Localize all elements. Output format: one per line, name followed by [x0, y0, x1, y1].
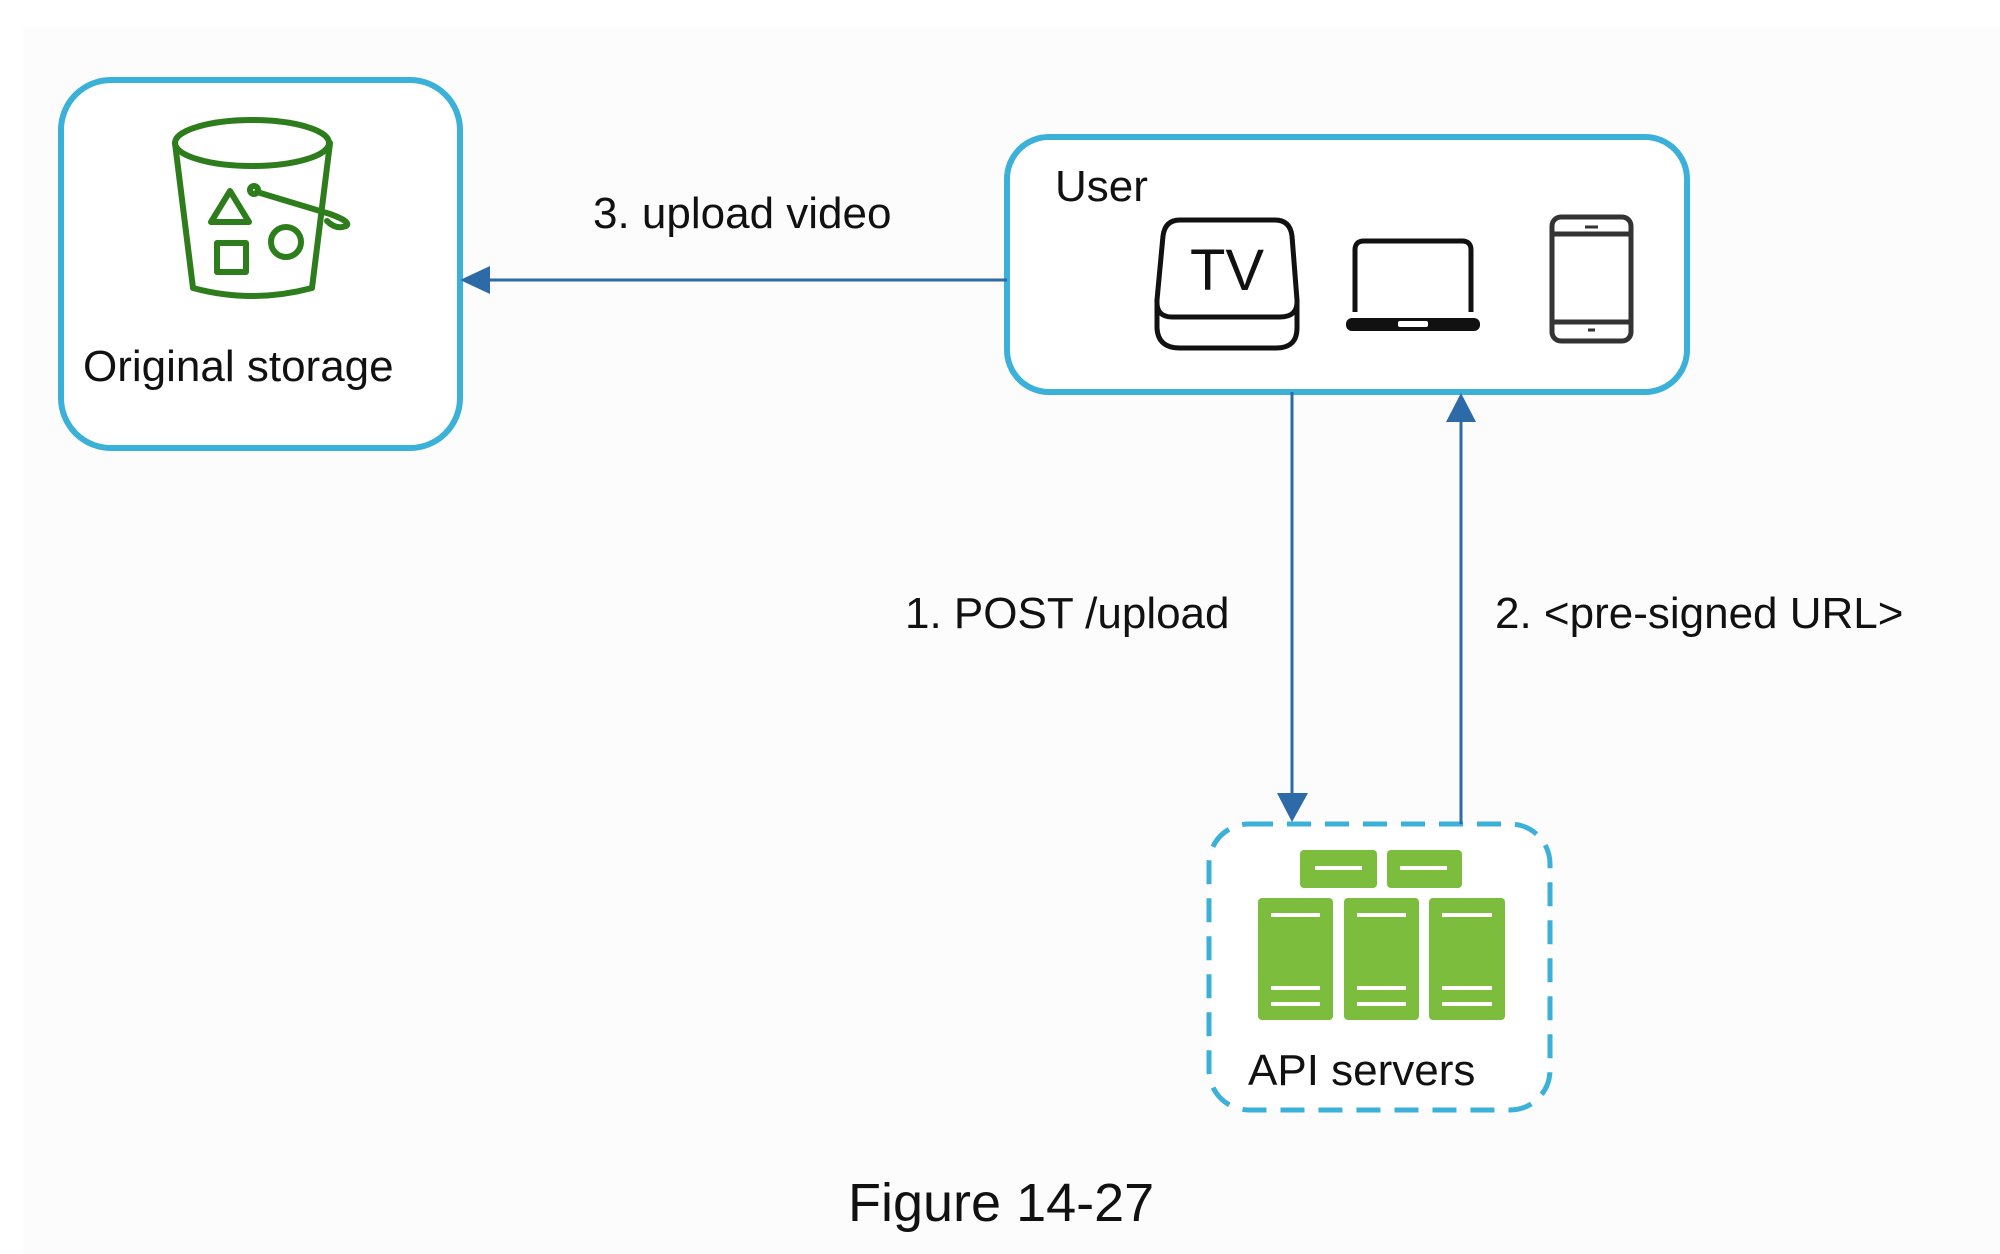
arrowhead-left-icon	[460, 266, 490, 294]
storage-box	[58, 77, 463, 451]
tv-icon-text: TV	[1190, 238, 1264, 303]
edge-post-upload	[1277, 392, 1308, 822]
storage-label: Original storage	[83, 342, 394, 391]
tablet-icon	[1549, 214, 1634, 344]
edge-label-upload-video: 3. upload video	[593, 189, 892, 238]
server-rack-icon	[1258, 850, 1505, 1020]
user-box	[1004, 134, 1690, 395]
edge-upload-video	[460, 266, 1007, 294]
storage-bucket-icon	[172, 117, 351, 299]
api-label: API servers	[1248, 1046, 1476, 1095]
edge-label-post-upload: 1. POST /upload	[905, 589, 1230, 638]
storage-node[interactable]	[58, 77, 463, 451]
edge-presigned-url	[1446, 393, 1476, 824]
api-node[interactable]	[1206, 821, 1553, 1113]
user-label: User	[1055, 162, 1148, 211]
figure-caption: Figure 14-27	[848, 1173, 1155, 1233]
arrowhead-up-icon	[1446, 393, 1476, 422]
edge-label-presigned-url: 2. <pre-signed URL>	[1495, 589, 1904, 638]
user-node[interactable]: TV	[1004, 134, 1690, 395]
arrowhead-down-icon	[1277, 793, 1308, 822]
tv-icon: TV	[1154, 217, 1300, 351]
laptop-icon	[1346, 238, 1480, 331]
